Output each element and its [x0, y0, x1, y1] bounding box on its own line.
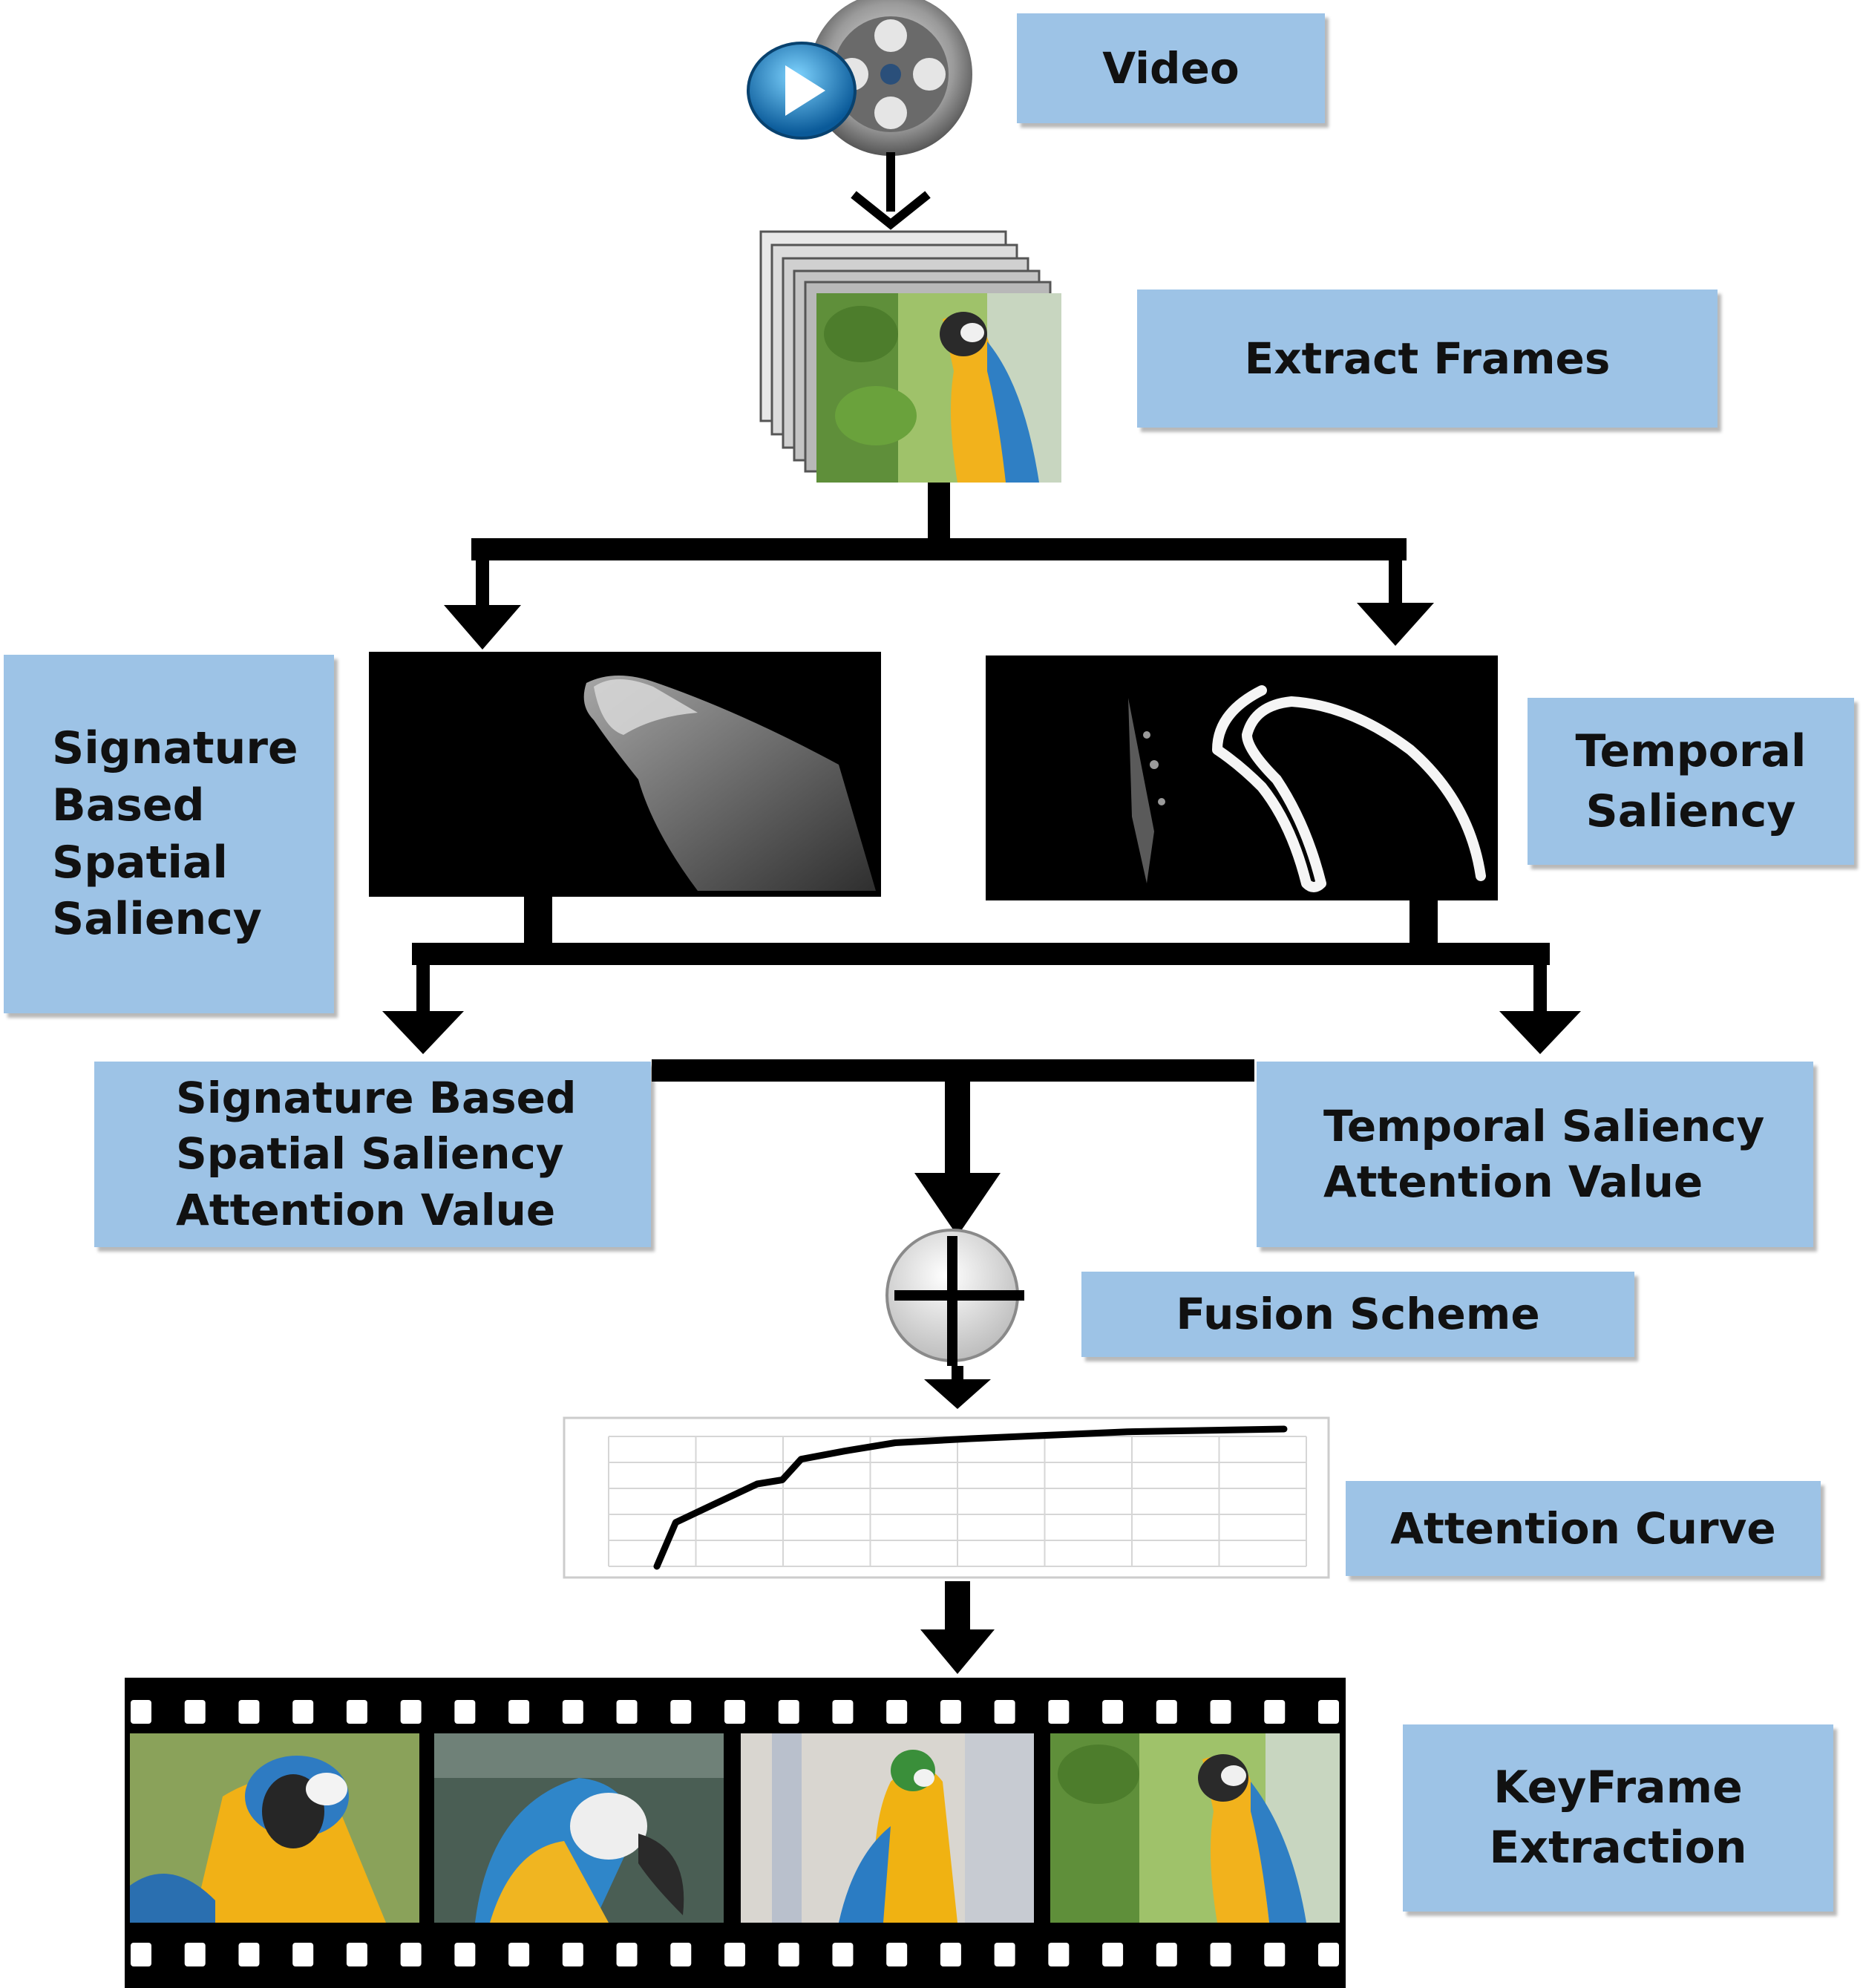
plus-circle-icon	[885, 1229, 1024, 1366]
attention-curve-plot	[563, 1416, 1330, 1579]
film-sprocket-hole	[508, 1943, 530, 1966]
film-sprocket-hole	[238, 1943, 260, 1966]
film-sprocket-hole	[778, 1700, 799, 1724]
film-sprocket-hole	[1318, 1700, 1339, 1724]
keyframe-filmstrip	[125, 1678, 1346, 1988]
film-sprocket-hole	[292, 1700, 314, 1724]
film-sprocket-hole	[994, 1700, 1015, 1724]
film-sprocket-hole	[832, 1943, 854, 1966]
attention-curve-line	[653, 1425, 1288, 1570]
label-extract-frames: Extract Frames	[1137, 290, 1718, 428]
label-temporal-saliency: Temporal Saliency	[1528, 698, 1854, 865]
film-sprocket-hole	[454, 1943, 476, 1966]
film-sprocket-hole	[616, 1943, 638, 1966]
film-sprocket-hole	[1264, 1700, 1286, 1724]
film-sprocket-hole	[562, 1943, 583, 1966]
film-sprocket-hole	[184, 1700, 206, 1724]
film-sprocket-hole	[1210, 1943, 1231, 1966]
film-sprocket-hole	[670, 1943, 692, 1966]
label-spatial-saliency: Signature Based Spatial Saliency	[4, 655, 334, 1013]
play-icon	[747, 42, 857, 140]
label-fusion-scheme-text: Fusion Scheme	[1176, 1289, 1540, 1340]
film-sprocket-hole	[292, 1943, 314, 1966]
label-temporal-attention-value: Temporal Saliency Attention Value	[1257, 1062, 1813, 1247]
film-sprocket-hole	[994, 1943, 1015, 1966]
film-sprocket-hole	[886, 1700, 908, 1724]
frames-stack-icon	[759, 230, 1061, 483]
film-sprocket-hole	[400, 1700, 422, 1724]
label-spatial-attention-value-text: Signature Based Spatial Saliency Attenti…	[176, 1072, 577, 1235]
keyframe-4	[1050, 1733, 1340, 1923]
film-sprocket-hole	[184, 1943, 206, 1966]
label-video-text: Video	[1102, 42, 1240, 94]
film-sprocket-hole	[400, 1943, 422, 1966]
label-attention-curve-text: Attention Curve	[1390, 1503, 1776, 1554]
label-attention-curve: Attention Curve	[1346, 1481, 1821, 1576]
label-video: Video	[1017, 13, 1325, 123]
film-sprocket-hole	[778, 1943, 799, 1966]
film-sprocket-hole	[562, 1700, 583, 1724]
label-extract-frames-text: Extract Frames	[1244, 333, 1611, 384]
video-reel-icon	[809, 0, 972, 156]
film-sprocket-hole	[940, 1700, 961, 1724]
spatial-saliency-map	[369, 652, 881, 897]
label-keyframe-extraction-text: KeyFrame Extraction	[1489, 1762, 1747, 1874]
film-sprocket-hole	[1264, 1943, 1286, 1966]
film-sprocket-hole	[1318, 1943, 1339, 1966]
film-sprocket-hole	[454, 1700, 476, 1724]
film-sprocket-hole	[616, 1700, 638, 1724]
film-sprocket-hole	[724, 1700, 745, 1724]
film-sprocket-hole	[1102, 1943, 1124, 1966]
frame-parrot-image	[816, 293, 1061, 483]
film-sprocket-hole	[940, 1943, 961, 1966]
film-sprocket-hole	[724, 1943, 745, 1966]
film-sprocket-hole	[131, 1700, 151, 1724]
film-sprocket-hole	[832, 1700, 854, 1724]
label-temporal-attention-value-text: Temporal Saliency Attention Value	[1323, 1100, 1765, 1207]
film-sprocket-hole	[1048, 1700, 1070, 1724]
film-sprocket-hole	[131, 1943, 151, 1966]
film-sprocket-hole	[1048, 1943, 1070, 1966]
film-sprocket-hole	[238, 1700, 260, 1724]
film-sprocket-hole	[346, 1943, 367, 1966]
keyframe-1	[130, 1733, 419, 1923]
film-sprocket-hole	[886, 1943, 908, 1966]
film-sprocket-hole	[1210, 1700, 1231, 1724]
label-fusion-scheme: Fusion Scheme	[1081, 1272, 1634, 1357]
film-sprocket-hole	[346, 1700, 367, 1724]
keyframe-2	[434, 1733, 724, 1923]
label-temporal-saliency-text: Temporal Saliency	[1575, 725, 1807, 837]
film-sprocket-hole	[1156, 1700, 1177, 1724]
label-keyframe-extraction: KeyFrame Extraction	[1403, 1724, 1833, 1912]
label-spatial-saliency-text: Signature Based Spatial Saliency	[52, 722, 298, 946]
keyframe-3	[741, 1733, 1034, 1923]
film-sprocket-hole	[1102, 1700, 1124, 1724]
film-sprocket-hole	[1156, 1943, 1177, 1966]
film-sprocket-hole	[670, 1700, 692, 1724]
label-spatial-attention-value: Signature Based Spatial Saliency Attenti…	[94, 1062, 651, 1247]
film-sprocket-hole	[508, 1700, 530, 1724]
temporal-saliency-map	[986, 655, 1498, 900]
